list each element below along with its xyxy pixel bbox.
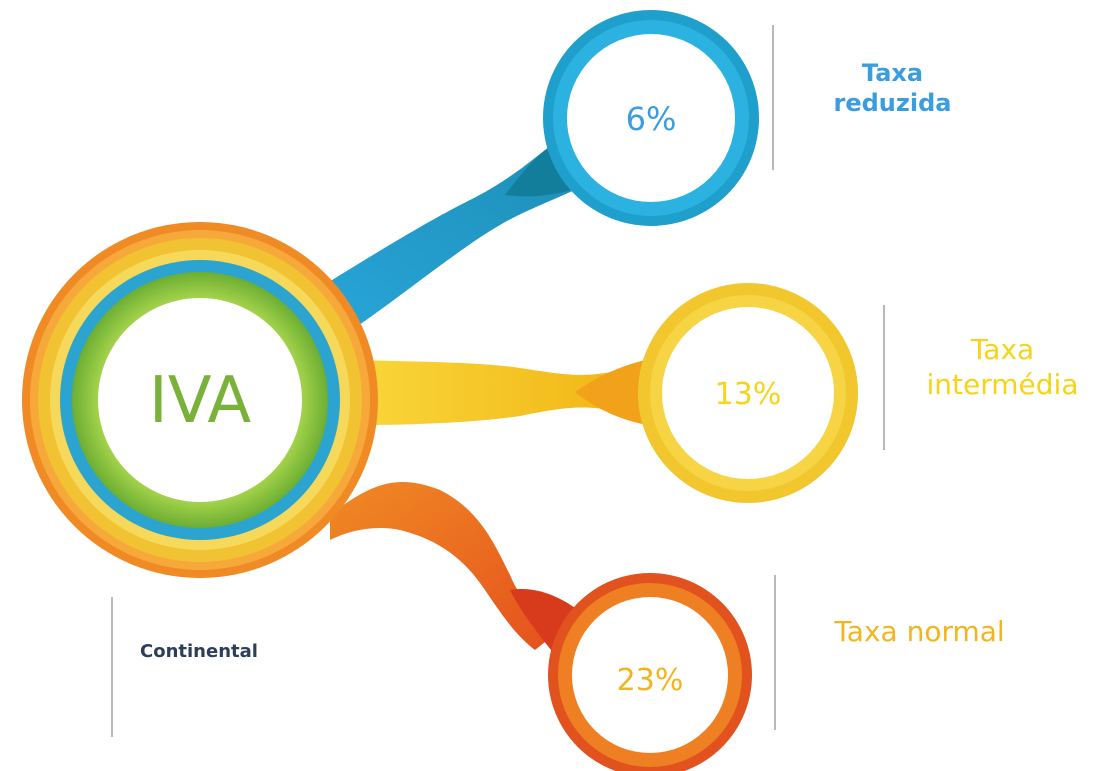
- region-label: Continental: [140, 641, 290, 664]
- rate-circle-intermedia: 13%: [638, 283, 858, 503]
- rate-label-reduzida-line1: Taxa: [861, 59, 924, 87]
- branch-normal: [330, 482, 595, 655]
- rate-value-reduzida: 6%: [626, 100, 677, 138]
- rate-label-normal-line1: Taxa normal: [834, 615, 1005, 648]
- divider-intermedia: [883, 305, 885, 450]
- divider-normal: [774, 575, 776, 730]
- rate-label-reduzida: Taxa reduzida: [820, 58, 965, 118]
- rate-label-intermedia-line1: Taxa: [970, 333, 1035, 366]
- rate-value-normal: 23%: [617, 663, 684, 698]
- rate-label-intermedia-line2: intermédia: [926, 368, 1079, 401]
- center-label: IVA: [149, 364, 252, 438]
- rate-label-normal: Taxa normal: [812, 614, 1027, 649]
- divider-region: [111, 597, 113, 737]
- rate-circle-normal: 23%: [548, 573, 752, 771]
- rate-label-intermedia: Taxa intermédia: [905, 332, 1100, 402]
- rate-circle-reduzida: 6%: [543, 10, 759, 226]
- center-rings: IVA: [22, 222, 378, 578]
- branch-intermedia: [360, 356, 670, 428]
- rate-value-intermedia: 13%: [715, 377, 782, 412]
- divider-reduzida: [772, 25, 774, 170]
- rate-label-reduzida-line2: reduzida: [833, 89, 952, 117]
- region-label-text: Continental: [140, 641, 258, 662]
